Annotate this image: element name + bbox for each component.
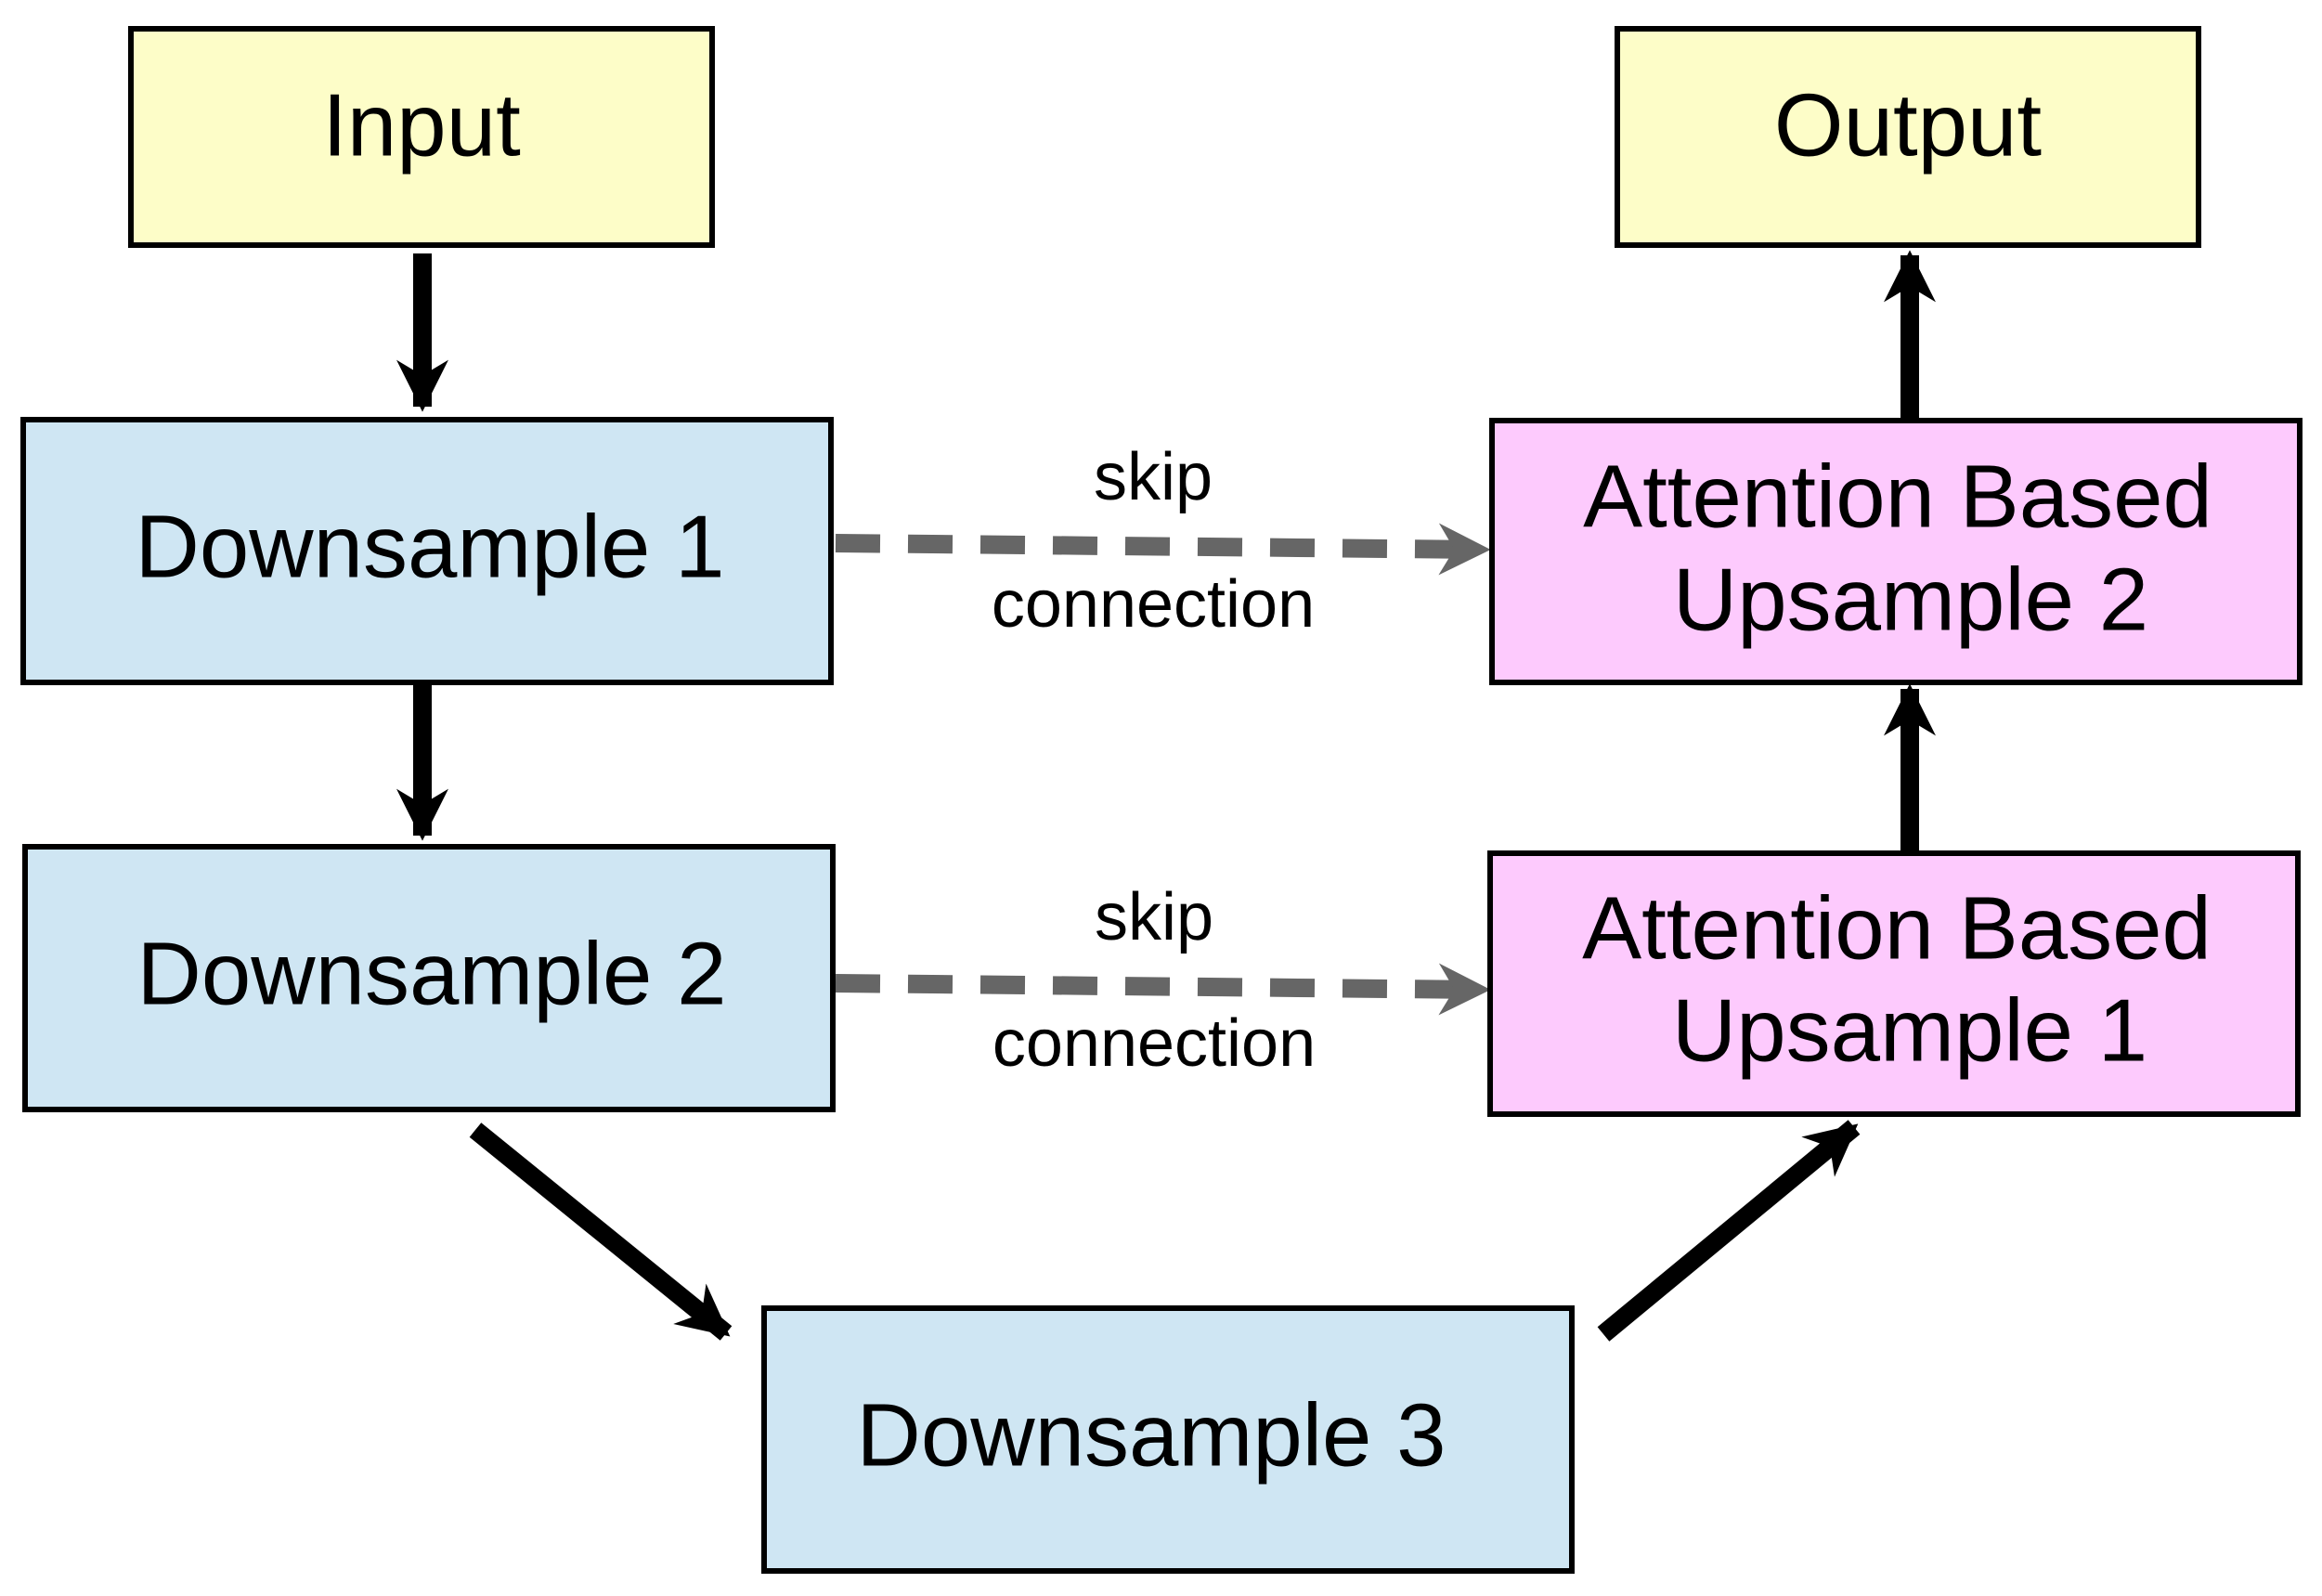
input-label: Input (322, 75, 521, 175)
upsample-1-label-line-2: Upsample 1 (1672, 980, 2147, 1080)
skip-connection-top (835, 523, 1491, 576)
skip-label-top-line-2: connection (992, 567, 1315, 642)
upsample-1-node: Attention Based Upsample 1 (1487, 850, 2301, 1117)
upsample-2-box (1489, 418, 2303, 685)
downsample-3-box (761, 1305, 1575, 1574)
skip-label-bottom-line-1: skip (1095, 880, 1213, 954)
downsample-3-node: Downsample 3 (761, 1305, 1575, 1574)
skip-label-bottom-line-2: connection (992, 1006, 1316, 1081)
upsample-2-label-line-1: Attention Based (1583, 447, 2212, 546)
skip-label-top-line-1: skip (1094, 440, 1213, 514)
downsample-2-node: Downsample 2 (22, 844, 836, 1112)
downsample-1-node: Downsample 1 (20, 417, 834, 685)
upsample-2-label-line-2: Upsample 2 (1673, 550, 2148, 649)
output-label: Output (1774, 75, 2042, 175)
output-box (1615, 26, 2201, 248)
output-node: Output (1615, 26, 2201, 248)
edge-downsample-2-to-downsample-3 (469, 1122, 733, 1341)
upsample-2-node: Attention Based Upsample 2 (1489, 418, 2303, 685)
skip-connection-bottom (835, 963, 1491, 1016)
downsample-3-label: Downsample 3 (857, 1385, 1446, 1485)
edge-downsample-3-to-upsample-1 (1597, 1120, 1861, 1342)
upsample-1-label-line-1: Attention Based (1582, 878, 2212, 978)
input-box (128, 26, 715, 248)
downsample-2-box (22, 844, 836, 1112)
upsample-1-box (1487, 850, 2301, 1117)
downsample-2-label: Downsample 2 (137, 924, 727, 1023)
input-node: Input (128, 26, 715, 248)
downsample-1-box (20, 417, 834, 685)
downsample-1-label: Downsample 1 (136, 497, 725, 596)
